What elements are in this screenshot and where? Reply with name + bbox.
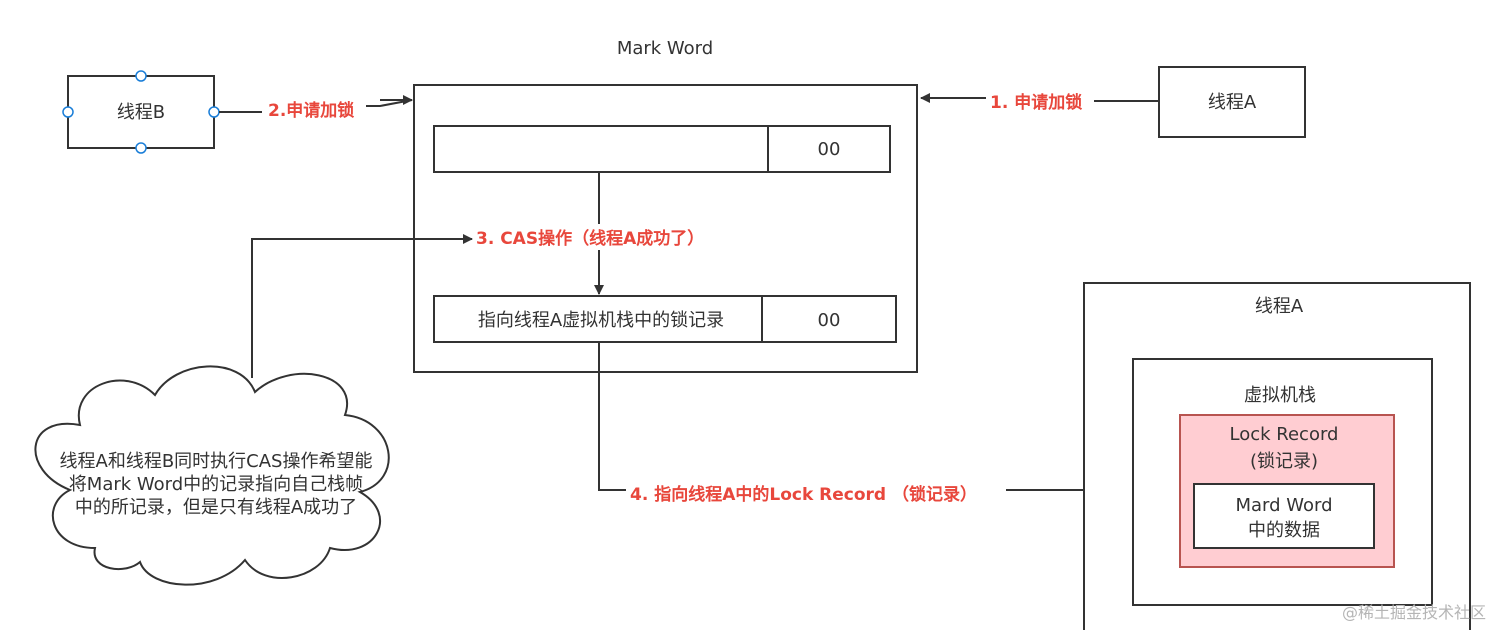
connection-handle-left[interactable]	[62, 106, 74, 118]
lock-record-title: Lock Record	[1230, 424, 1339, 445]
step2-label: 2.申请加锁	[268, 100, 354, 121]
connection-handle-bottom[interactable]	[135, 142, 147, 154]
mark-word-before-field	[433, 125, 769, 173]
mark-word-data-box	[1193, 483, 1375, 549]
thread-b-label: 线程B	[117, 102, 165, 123]
mark-word-after-tag: 00	[818, 310, 841, 331]
mark-word-after-tag-cell	[761, 295, 897, 343]
thread-a-stack-title: 线程A	[1255, 296, 1304, 317]
cloud-note-line3: 中的所记录，但是只有线程A成功了	[75, 497, 357, 518]
step4-label: 4. 指向线程A中的Lock Record （锁记录）	[630, 484, 977, 505]
step1-label: 1. 申请加锁	[990, 92, 1082, 113]
mark-word-after-pointer: 指向线程A虚拟机栈中的锁记录	[478, 310, 724, 331]
lock-record-subtitle: (锁记录)	[1250, 451, 1318, 472]
connection-handle-right[interactable]	[208, 106, 220, 118]
mark-word-data-line1: Mard Word	[1235, 495, 1332, 516]
mark-word-data-line2: 中的数据	[1248, 520, 1320, 541]
arrow-step4-tail	[598, 342, 626, 491]
arrow-step3	[251, 234, 473, 378]
mark-word-before-tag-cell	[767, 125, 891, 173]
cloud-note-shape	[34, 365, 390, 586]
step3-label: 3. CAS操作（线程A成功了）	[476, 228, 704, 249]
watermark: @稀土掘金技术社区	[1342, 603, 1486, 622]
mark-word-before-tag: 00	[818, 139, 841, 160]
connection-handle-top[interactable]	[135, 70, 147, 82]
thread-a-label: 线程A	[1208, 92, 1257, 113]
step3-label-bg	[474, 224, 726, 250]
mark-word-title: Mark Word	[617, 38, 713, 59]
arrow-step2-line	[219, 99, 413, 113]
cloud-note-line2: 将Mark Word中的记录指向自己栈帧	[69, 474, 363, 495]
vm-stack-title: 虚拟机栈	[1244, 385, 1316, 406]
cloud-note-line1: 线程A和线程B同时执行CAS操作希望能	[60, 451, 373, 472]
